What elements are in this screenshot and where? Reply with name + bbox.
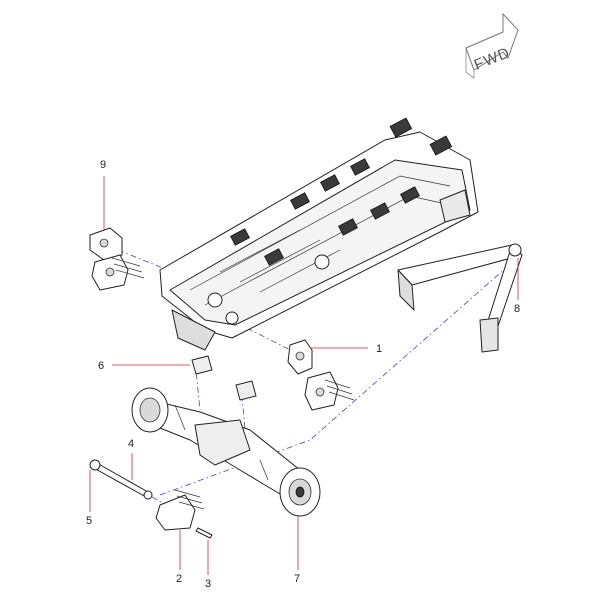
callout-labels: 1 2 3 4 5 6 7 8 9 [86, 159, 520, 590]
drawbar-part-8 [397, 243, 523, 353]
pin-part-3 [195, 527, 213, 539]
callout-5: 5 [86, 515, 92, 527]
axle-part-7 [131, 387, 321, 517]
callout-4: 4 [128, 438, 134, 450]
tie-rod-part-4 [89, 459, 153, 500]
main-frame-part [159, 117, 479, 351]
bracket-part-9 [89, 227, 145, 291]
callout-6: 6 [98, 360, 104, 372]
callout-7: 7 [294, 573, 300, 585]
fwd-direction-arrow: FWD [465, 12, 519, 79]
callout-2: 2 [176, 573, 182, 585]
callout-9: 9 [100, 159, 106, 171]
clamp-part-2 [155, 489, 205, 531]
callout-1: 1 [376, 343, 382, 355]
leader-lines [89, 176, 519, 575]
bracket-part-1 [287, 339, 355, 411]
mount-block-part-6 [191, 355, 257, 401]
callout-3: 3 [205, 578, 211, 590]
callout-8: 8 [514, 303, 520, 315]
